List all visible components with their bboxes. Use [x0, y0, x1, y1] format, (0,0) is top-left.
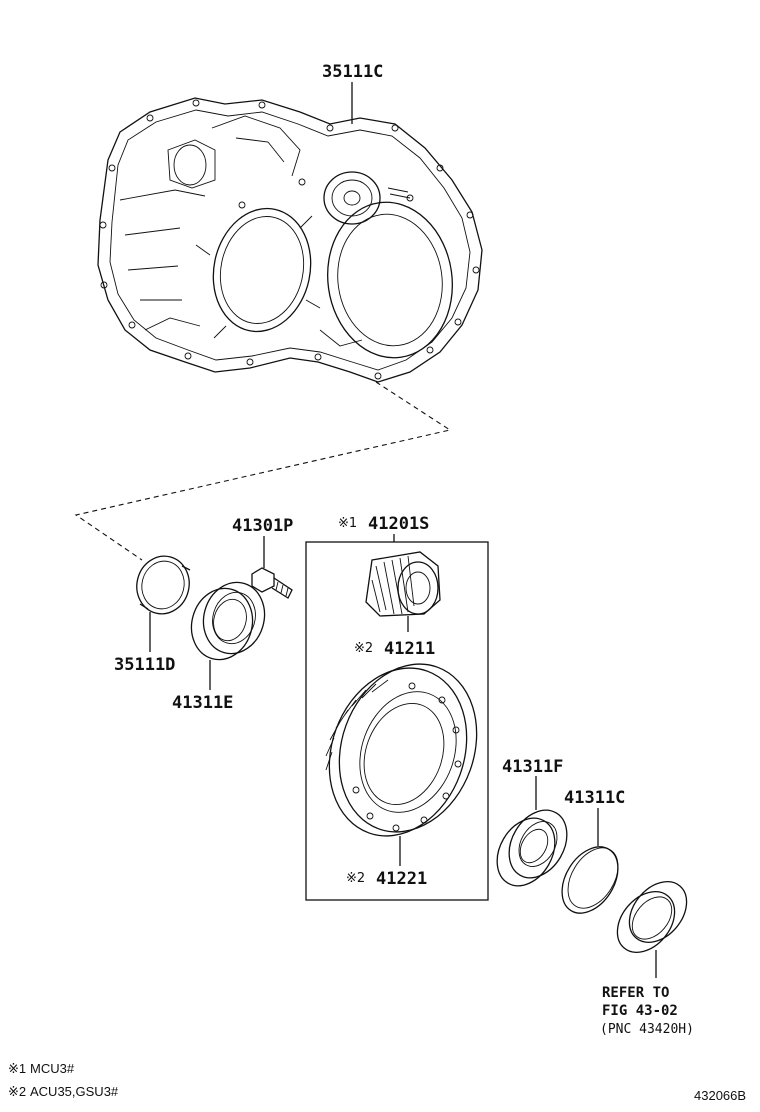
refer-line-1: REFER TO	[602, 985, 669, 1001]
footnote-1-mark: ※1	[8, 1061, 26, 1076]
ring-gear-note-mark: ※2	[346, 871, 365, 886]
part-number-gear-kit: 41201S	[368, 514, 429, 534]
shim-drawing	[561, 846, 619, 914]
footnote-2-mark: ※2	[8, 1084, 26, 1099]
part-number-bolt: 41301P	[232, 516, 293, 536]
bolt-drawing	[251, 567, 293, 599]
drive-pinion-drawing	[365, 551, 441, 617]
part-number-ring-gear: 41221	[376, 869, 427, 889]
footnote-2-text: ACU35,GSU3#	[30, 1084, 119, 1099]
part-number-bearing-left: 41311E	[172, 693, 233, 713]
dashed-connector	[74, 381, 452, 561]
footnote-1-text: MCU3#	[30, 1061, 75, 1076]
oil-seal-drawing	[136, 555, 191, 615]
part-number-seal: 35111D	[114, 655, 175, 675]
part-number-shim: 41311C	[564, 788, 625, 808]
referenced-bearing-drawing	[616, 881, 688, 953]
part-number-bearing-right: 41311F	[502, 757, 563, 777]
gear-kit-frame	[305, 541, 489, 901]
gear-kit-note-mark: ※1	[338, 516, 357, 531]
bearing-left-drawing	[190, 581, 266, 661]
drive-pinion-note-mark: ※2	[354, 641, 373, 656]
refer-line-3: (PNC 43420H)	[600, 1022, 694, 1037]
transaxle-case-drawing	[97, 97, 483, 383]
figure-id: 432066B	[694, 1088, 746, 1103]
part-number-case: 35111C	[322, 62, 383, 82]
bearing-right-drawing	[496, 809, 568, 887]
ring-gear-drawing	[325, 663, 478, 837]
refer-line-2: FIG 43-02	[602, 1003, 678, 1019]
part-number-drive-pinion: 41211	[384, 639, 435, 659]
